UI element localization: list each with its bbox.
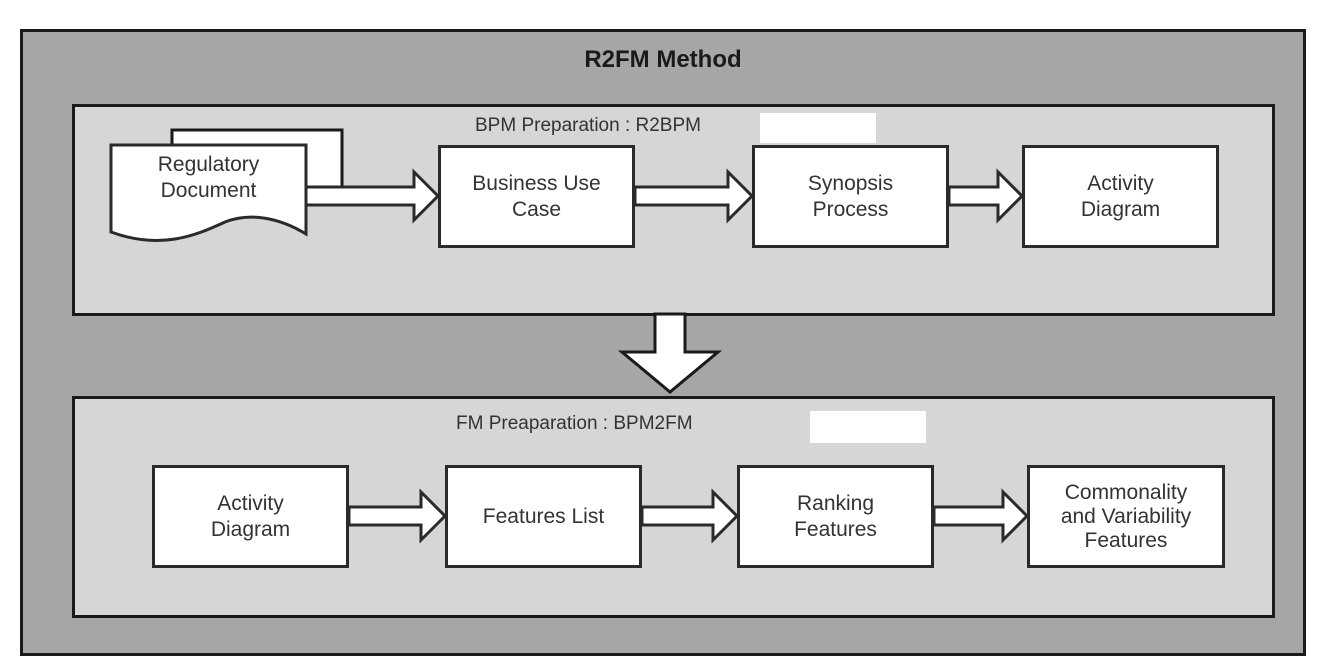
- regulatory-document-shape: [109, 143, 308, 243]
- node-line: Features List: [482, 504, 605, 528]
- node-line: Synopsis: [807, 171, 894, 195]
- node-activity-diagram-2: Activity Diagram: [152, 465, 349, 568]
- panel-label-fm-preparation: FM Preaparation : BPM2FM: [456, 413, 693, 434]
- node-line: Ranking: [796, 491, 875, 515]
- arrow-regulatory-document-to-business-use-case: [304, 168, 441, 224]
- node-line: Document: [160, 179, 257, 202]
- arrow-ranking-features-to-commonality-variability: [932, 488, 1030, 544]
- node-features-list: Features List: [445, 465, 642, 568]
- redaction-patch: [810, 411, 926, 443]
- panel-label-bpm-preparation: BPM Preparation : R2BPM: [475, 115, 701, 136]
- node-line: Case: [511, 197, 561, 221]
- node-line: Activity: [217, 491, 284, 515]
- arrow-features-list-to-ranking-features: [640, 488, 740, 544]
- redaction-patch: [760, 113, 876, 143]
- node-line: Regulatory: [157, 153, 260, 176]
- arrow-synopsis-process-to-activity-diagram: [947, 168, 1025, 224]
- node-regulatory-document: Regulatory Document: [111, 152, 306, 204]
- node-line: Activity: [1087, 171, 1154, 195]
- arrow-business-use-case-to-synopsis-process: [633, 168, 755, 224]
- node-line: Process: [812, 197, 889, 221]
- node-activity-diagram-1: Activity Diagram: [1022, 145, 1219, 248]
- node-line: Commonality: [1064, 480, 1188, 504]
- node-ranking-features: Ranking Features: [737, 465, 934, 568]
- node-line: Diagram: [1080, 197, 1161, 221]
- node-business-use-case: Business Use Case: [438, 145, 635, 248]
- node-line: Business Use: [472, 171, 601, 195]
- down-arrow: [617, 312, 723, 394]
- arrow-activity-diagram-to-features-list: [347, 488, 448, 544]
- node-line: and Variability: [1060, 504, 1192, 528]
- node-synopsis-process: Synopsis Process: [752, 145, 949, 248]
- node-line: Diagram: [210, 517, 291, 541]
- node-line: Features: [794, 517, 877, 541]
- diagram-title: R2FM Method: [584, 46, 742, 73]
- node-commonality-variability-features: Commonality and Variability Features: [1027, 465, 1225, 568]
- node-line: Features: [1084, 528, 1168, 552]
